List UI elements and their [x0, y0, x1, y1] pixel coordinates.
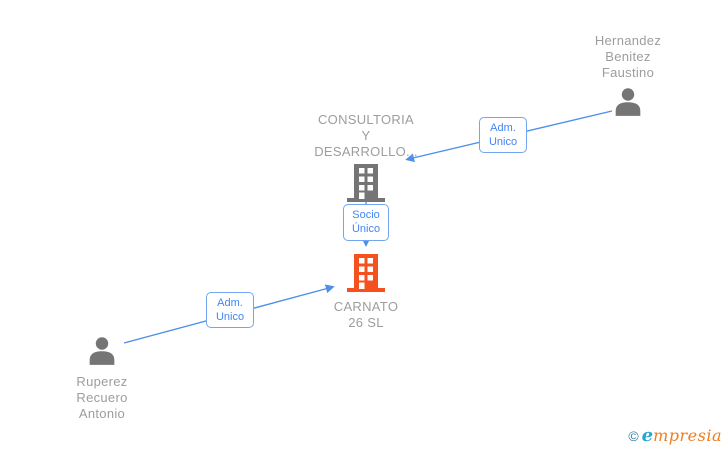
node-label-line: Hernandez: [594, 33, 662, 48]
node-label: Ruperez Recuero Antonio: [32, 374, 172, 422]
node-label: Hernandez Benitez Faustino: [558, 33, 698, 81]
node-label-line: CONSULTORIA: [317, 112, 414, 127]
node-hernandez[interactable]: Hernandez Benitez Faustino: [558, 33, 698, 121]
node-label: CONSULTORIA Y DESARROLLO...: [296, 112, 436, 160]
node-label-line: Y: [361, 128, 371, 143]
edge-label-line: Unico: [215, 311, 245, 323]
node-ruperez[interactable]: Ruperez Recuero Antonio: [32, 337, 172, 422]
node-label-line: 26 SL: [348, 315, 384, 330]
node-consultoria[interactable]: CONSULTORIA Y DESARROLLO...: [296, 112, 436, 207]
copyright-icon: ©: [628, 428, 639, 444]
edge-label-line: Adm.: [490, 122, 516, 134]
empresia-logo[interactable]: ©empresia: [628, 425, 722, 446]
edge-label-socio-unico: Socio Único: [343, 204, 389, 241]
node-label: CARNATO 26 SL: [296, 299, 436, 331]
node-label-line: Ruperez: [76, 374, 128, 389]
building-icon: [296, 252, 436, 297]
node-label-line: Recuero: [76, 390, 128, 405]
person-icon: [32, 337, 172, 370]
edge-label-adm-unico-bottom: Adm. Unico: [206, 292, 254, 328]
edge-label-adm-unico-top: Adm. Unico: [479, 117, 527, 153]
edge-label-line: Socio: [352, 209, 380, 221]
node-label-line: Benitez: [605, 49, 651, 64]
empresia-logo-e: e: [641, 425, 654, 446]
edge-label-line: Adm.: [217, 297, 243, 309]
node-label-line: CARNATO: [333, 299, 399, 314]
node-label-line: Antonio: [78, 406, 126, 421]
node-label-line: DESARROLLO...: [314, 144, 418, 159]
edge-label-line: Único: [351, 223, 381, 235]
person-icon: [558, 88, 698, 121]
node-carnato[interactable]: CARNATO 26 SL: [296, 252, 436, 331]
building-icon: [296, 162, 436, 207]
empresia-logo-text: mpresia: [653, 426, 722, 445]
edge-label-line: Unico: [488, 136, 518, 148]
node-label-line: Faustino: [601, 65, 655, 80]
